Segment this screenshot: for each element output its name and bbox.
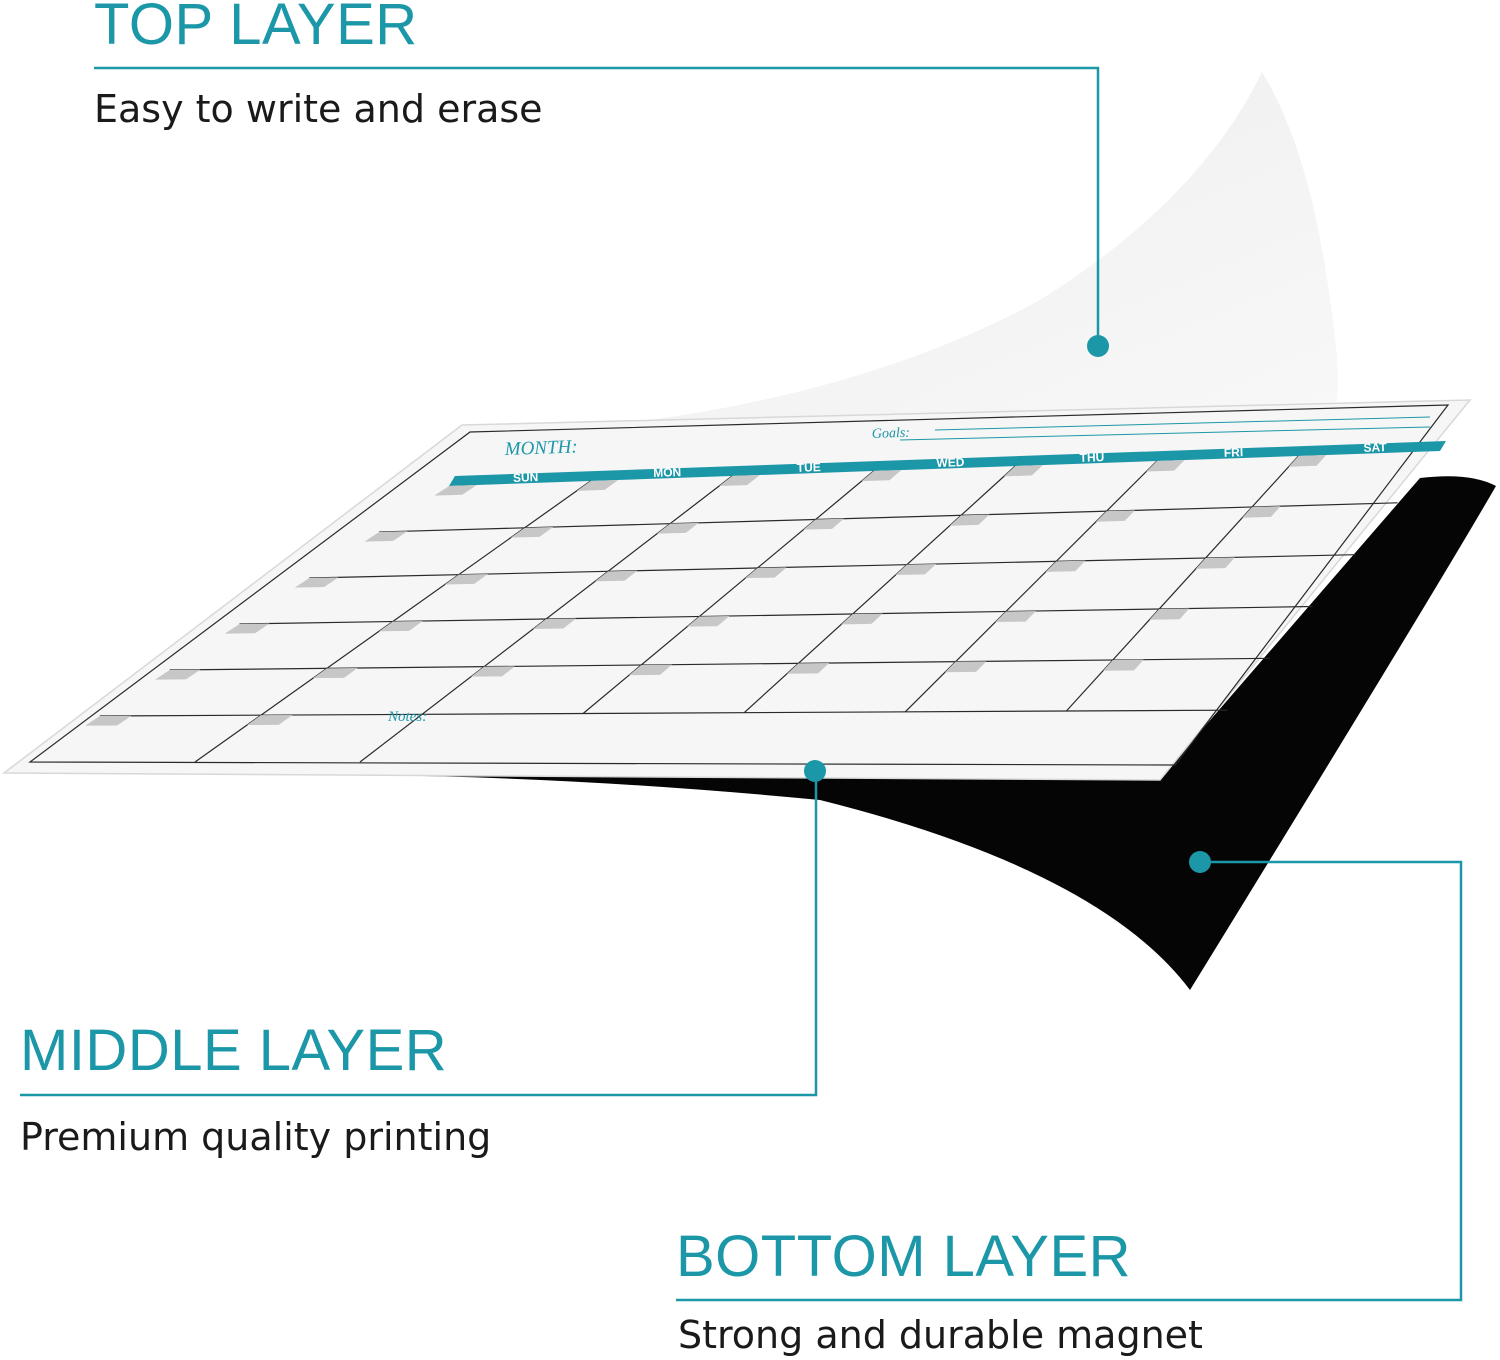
- middle-layer-subtitle: Premium quality printing: [20, 1115, 492, 1159]
- day-label: SUN: [513, 470, 539, 485]
- date-corner-tab: [1146, 460, 1185, 472]
- date-corner-tab: [719, 475, 760, 487]
- top-layer-subtitle: Easy to write and erase: [94, 87, 543, 131]
- calendar-sheet: [1, 399, 1472, 781]
- day-label: WED: [936, 455, 965, 470]
- top-leader-line: [94, 66, 1100, 346]
- calendar-border: [28, 404, 1450, 766]
- grid-column-line: [582, 470, 875, 714]
- bottom-layer-subtitle: Strong and durable magnet: [678, 1313, 1203, 1357]
- date-corner-tab: [1095, 510, 1136, 522]
- goals-line: [934, 416, 1431, 431]
- day-header-band: [449, 441, 1446, 486]
- date-corner-tab: [313, 668, 358, 679]
- calendar-goals-label: Goals:: [872, 426, 911, 442]
- grid-column-line: [904, 460, 1158, 713]
- day-label: MON: [653, 465, 681, 480]
- date-corner-tab: [595, 570, 638, 582]
- middle-leader-dot: [804, 760, 826, 782]
- date-corner-tab: [949, 514, 990, 526]
- date-corner-tab: [687, 616, 730, 627]
- date-corner-tab: [576, 480, 619, 491]
- day-label: SAT: [1363, 440, 1387, 455]
- bottom-leader-dot: [1189, 851, 1211, 873]
- date-corner-tab: [995, 611, 1036, 623]
- calendar-date-tabs: [85, 455, 1327, 726]
- calendar-day-labels: SUN MON TUE WED THU FRI SAT: [513, 440, 1388, 485]
- grid-column-line: [1065, 455, 1299, 712]
- date-corner-tab: [364, 531, 408, 542]
- top-leader-dot: [1087, 335, 1109, 357]
- date-corner-tab: [629, 664, 673, 676]
- date-corner-tab: [510, 527, 554, 538]
- day-label: FRI: [1224, 445, 1244, 460]
- top-layer-title: TOP LAYER: [94, 0, 418, 57]
- bottom-leader-line: [676, 860, 1463, 1302]
- date-corner-tab: [378, 621, 423, 632]
- date-corner-tab: [861, 470, 902, 482]
- date-corner-tab: [294, 577, 339, 588]
- date-corner-tab: [803, 518, 845, 530]
- date-corner-tab: [85, 715, 132, 726]
- grid-row-line: [99, 709, 1228, 717]
- grid-row-line: [309, 554, 1356, 579]
- date-corner-tab: [434, 485, 477, 496]
- goals-line: [899, 426, 1431, 441]
- date-corner-tab: [787, 663, 830, 674]
- date-corner-tab: [533, 618, 577, 630]
- date-corner-tab: [1103, 659, 1144, 671]
- leader-lines: [20, 66, 1463, 1302]
- date-corner-tab: [1242, 506, 1281, 518]
- day-label: THU: [1079, 450, 1104, 465]
- grid-row-line: [239, 605, 1313, 625]
- date-corner-tab: [471, 666, 515, 677]
- date-corner-tab: [1003, 465, 1044, 477]
- date-corner-tab: [247, 715, 293, 726]
- date-corner-tab: [1045, 560, 1086, 572]
- date-corner-tab: [745, 567, 787, 579]
- date-corner-tab: [155, 669, 201, 680]
- middle-leader-line: [20, 771, 818, 1097]
- date-corner-tab: [895, 564, 937, 576]
- date-corner-tab: [1149, 608, 1190, 620]
- bottom-layer-title: BOTTOM LAYER: [676, 1224, 1132, 1289]
- calendar-month-label: MONTH:: [503, 436, 578, 460]
- top-film: [480, 72, 1338, 437]
- date-corner-tab: [657, 522, 699, 534]
- middle-layer-title: MIDDLE LAYER: [20, 1018, 448, 1083]
- day-label: TUE: [797, 460, 821, 475]
- date-corner-tab: [1288, 455, 1327, 467]
- calendar-notes-label: Notes:: [387, 709, 427, 725]
- date-corner-tab: [444, 574, 488, 585]
- date-corner-tab: [1195, 557, 1235, 569]
- grid-column-line: [743, 465, 1016, 714]
- date-corner-tab: [841, 613, 883, 625]
- date-corner-tab: [224, 623, 270, 634]
- date-corner-tab: [945, 661, 987, 673]
